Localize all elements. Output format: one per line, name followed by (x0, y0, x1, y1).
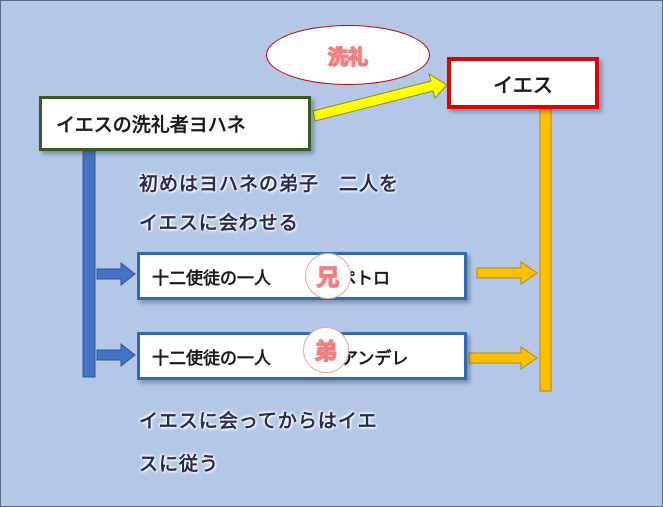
andrew-label-left: 十二使徒の一人 (152, 348, 271, 369)
baptism-label: 洗礼 (327, 44, 369, 70)
peter-label-left: 十二使徒の一人 (152, 268, 271, 289)
jesus-box: イエス (447, 57, 599, 109)
note-first-line-1: 初めはヨハネの弟子 二人を (139, 173, 400, 195)
jesus-label: イエス (493, 72, 553, 97)
note-after-line-2: スに従う (139, 453, 220, 475)
younger-brother-circle: 弟 (303, 327, 349, 373)
elder-brother-circle: 兄 (305, 253, 351, 299)
note-after-line-1: イエスに会ってからはイエ (139, 410, 378, 432)
baptism-ellipse: 洗礼 (266, 25, 430, 85)
andrew-box: 十二使徒の一人 アンデレ (137, 332, 467, 380)
gold-arrow-andrew (468, 346, 538, 370)
andrew-label-right: アンデレ (341, 348, 409, 369)
john-label: イエスの洗礼者ヨハネ (56, 114, 246, 136)
blue-arrow-andrew (96, 342, 136, 368)
yellow-arrow-john-to-jesus (312, 72, 448, 122)
elder-brother-label: 兄 (316, 265, 340, 292)
note-first-line-2: イエスに会わせる (139, 212, 299, 234)
gold-arrow-peter (476, 261, 538, 285)
gold-vertical-bar (539, 108, 552, 392)
peter-label-right: ペトロ (339, 268, 390, 289)
peter-box: 十二使徒の一人 ペトロ (137, 252, 467, 300)
blue-vertical-bar (82, 150, 96, 378)
blue-arrow-peter (96, 261, 136, 287)
john-the-baptist-box: イエスの洗礼者ヨハネ (39, 96, 311, 151)
younger-brother-label: 弟 (314, 339, 338, 366)
